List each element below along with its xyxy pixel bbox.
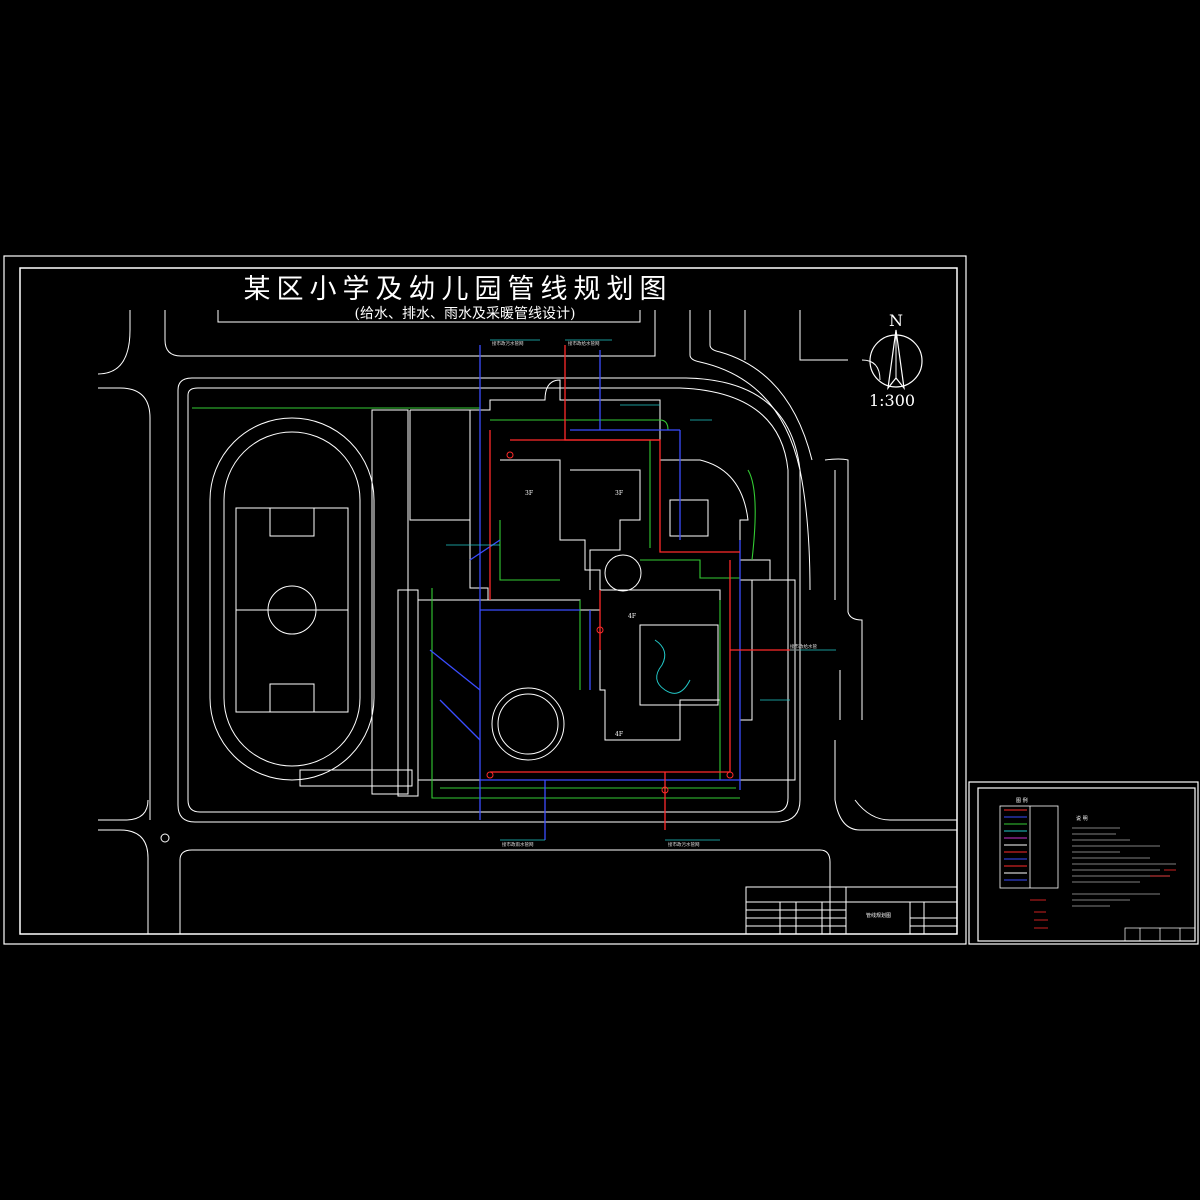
legend-table bbox=[999, 805, 1059, 889]
annotation-leaders bbox=[446, 339, 836, 841]
north-arrow-icon bbox=[869, 329, 923, 391]
manhole-icons bbox=[486, 451, 734, 794]
road-network bbox=[97, 310, 957, 934]
legend-title: 图 例 bbox=[1016, 797, 1028, 804]
drawing-title: 某区小学及幼儿园管线规划图 bbox=[244, 274, 673, 305]
svg-text:接市政污水管网: 接市政污水管网 bbox=[492, 340, 524, 347]
title-block bbox=[745, 886, 958, 935]
survey-point-icon bbox=[160, 833, 170, 843]
floor-label: 4F bbox=[628, 613, 636, 620]
svg-text:接市政雨水管网: 接市政雨水管网 bbox=[502, 841, 534, 848]
notes-text-lines bbox=[1072, 827, 1176, 907]
legend-sheet-border bbox=[968, 781, 1199, 945]
sheet-border bbox=[3, 255, 967, 945]
legend-symbols bbox=[1004, 809, 1027, 881]
scale-label: 1:300 bbox=[869, 391, 915, 410]
north-label: N bbox=[889, 311, 903, 330]
svg-text:接市政给水管: 接市政给水管 bbox=[790, 643, 817, 650]
svg-text:接市政给水管网: 接市政给水管网 bbox=[568, 340, 600, 347]
svg-text:接市政污水管网: 接市政污水管网 bbox=[668, 841, 700, 848]
legend-frame bbox=[977, 787, 1196, 942]
drawing-frame bbox=[19, 267, 958, 935]
running-track bbox=[209, 409, 419, 797]
drawing-name: 管线规划图 bbox=[866, 912, 891, 919]
site-boundary-lines bbox=[192, 407, 756, 799]
notes-title: 说 明 bbox=[1076, 815, 1088, 822]
floor-label: 3F bbox=[615, 490, 623, 497]
drawing-subtitle: (给水、排水、雨水及采暖管线设计) bbox=[355, 306, 576, 322]
water-supply-pipes bbox=[429, 345, 741, 840]
notes-highlight-lines bbox=[1030, 869, 1176, 929]
floor-label: 4F bbox=[615, 731, 623, 738]
legend-sheet-title-block bbox=[1124, 927, 1196, 942]
pipe-annotations: 接市政污水管网 接市政给水管网 接市政给水管 接市政雨水管网 接市政污水管网 bbox=[492, 340, 817, 848]
floor-label: 3F bbox=[525, 490, 533, 497]
drainage-pipes bbox=[489, 345, 800, 830]
